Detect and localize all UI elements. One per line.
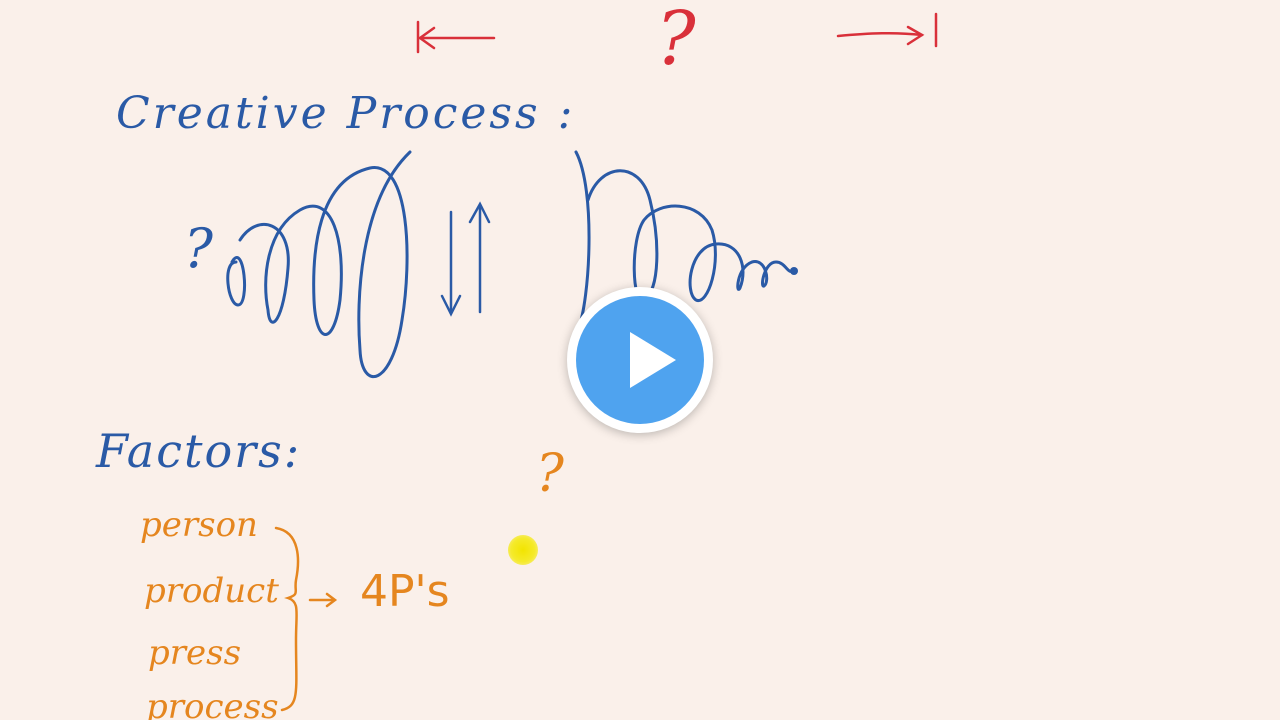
creative-process-question-mark: ? xyxy=(184,217,213,280)
factor-item-product: product xyxy=(144,571,279,611)
four-ps-label: 4P's xyxy=(360,566,450,617)
creative-process-heading: Creative Process : xyxy=(116,88,576,139)
right-arrow-icon xyxy=(836,12,938,48)
play-button-face[interactable] xyxy=(576,296,704,424)
expanding-spiral-drawing xyxy=(226,150,412,379)
factors-brace-drawing xyxy=(274,526,300,712)
factor-item-person: person xyxy=(140,505,258,545)
up-down-arrows-icon xyxy=(440,201,491,317)
factor-item-press: press xyxy=(148,633,242,673)
left-arrow-icon xyxy=(416,20,496,54)
play-icon[interactable] xyxy=(630,332,676,388)
factors-arrow-icon xyxy=(308,592,338,608)
factors-heading: Factors: xyxy=(96,424,302,478)
laser-pointer xyxy=(508,535,538,565)
factors-question-mark: ? xyxy=(536,444,564,504)
header-question-mark: ? xyxy=(656,0,696,82)
factor-item-process: process xyxy=(146,687,279,720)
play-button[interactable] xyxy=(567,287,713,433)
spiral-end-dot xyxy=(790,267,798,275)
